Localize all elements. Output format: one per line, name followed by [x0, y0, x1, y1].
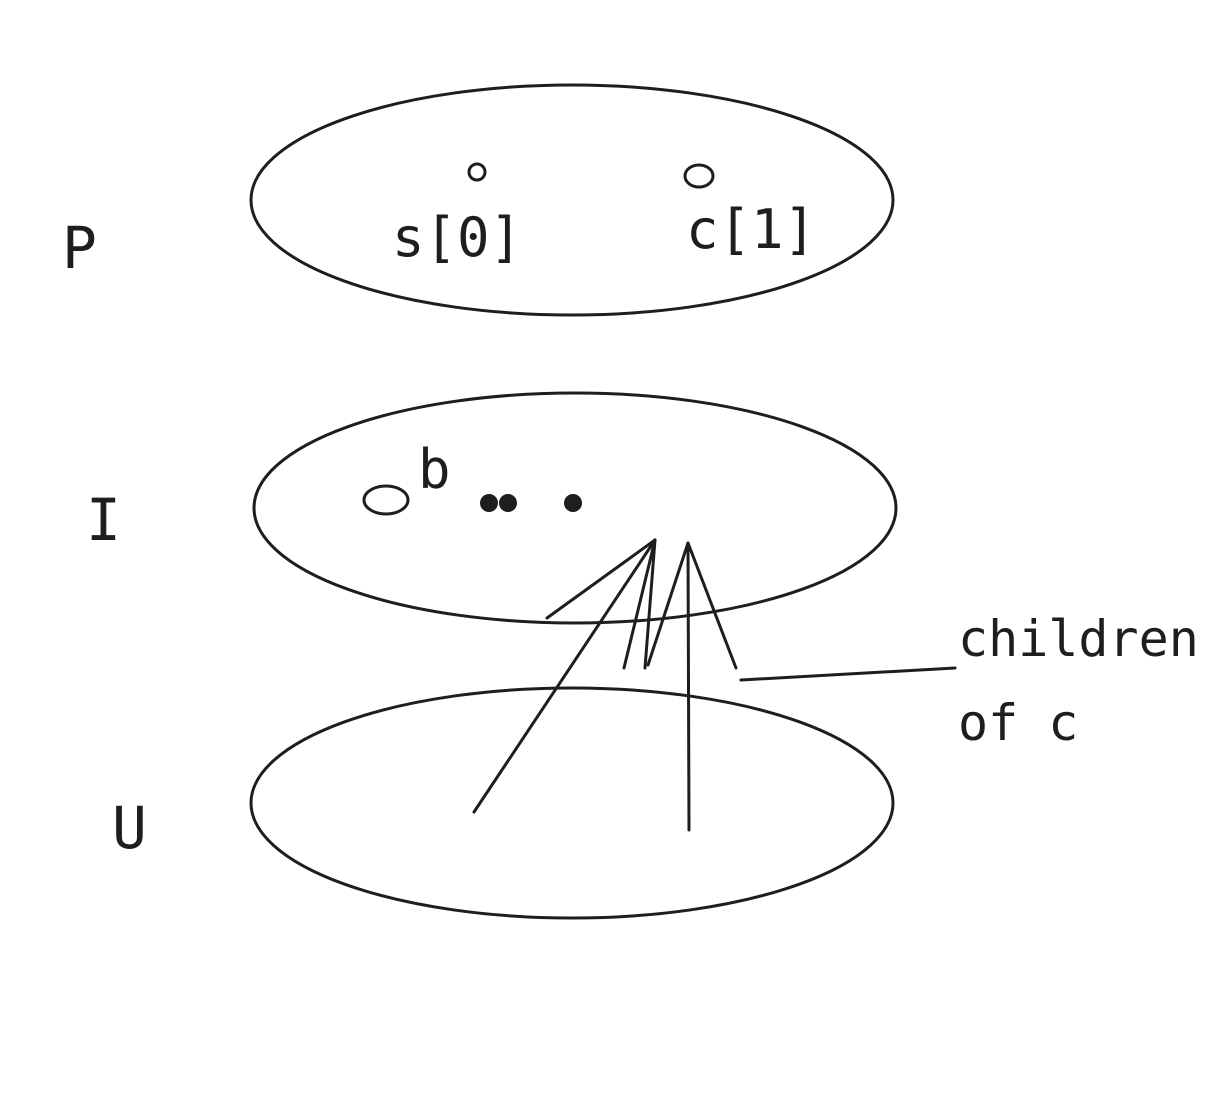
- layer-label-u: U: [112, 794, 147, 862]
- edge-5: [646, 541, 690, 667]
- edge-1: [545, 538, 657, 620]
- b-node-label: b: [418, 438, 451, 501]
- edge-2: [472, 538, 657, 814]
- b-node-circle: [362, 484, 410, 516]
- edge-7: [686, 541, 738, 670]
- layer-i-ellipse: [252, 391, 898, 625]
- filled-dot-1: [480, 494, 498, 512]
- layer-label-p: P: [62, 214, 97, 282]
- children-edges: [472, 538, 738, 832]
- annotation-pointer: [739, 666, 957, 682]
- layer-p-ellipse: [249, 83, 895, 317]
- annotation-line-1: children: [958, 610, 1199, 668]
- edge-3: [622, 538, 657, 670]
- annotation-line-2: of c: [958, 694, 1078, 752]
- layer-label-i: I: [86, 486, 121, 554]
- edge-6: [686, 541, 691, 832]
- filled-dot-3: [564, 494, 582, 512]
- filled-dot-2: [499, 494, 517, 512]
- layer-u-ellipse: [249, 686, 895, 920]
- edge-4: [643, 538, 657, 670]
- s0-node-circle: [467, 162, 487, 182]
- c1-node-circle: [683, 163, 715, 189]
- s0-node-label: s[0]: [392, 206, 522, 269]
- c1-node-label: c[1]: [686, 198, 816, 261]
